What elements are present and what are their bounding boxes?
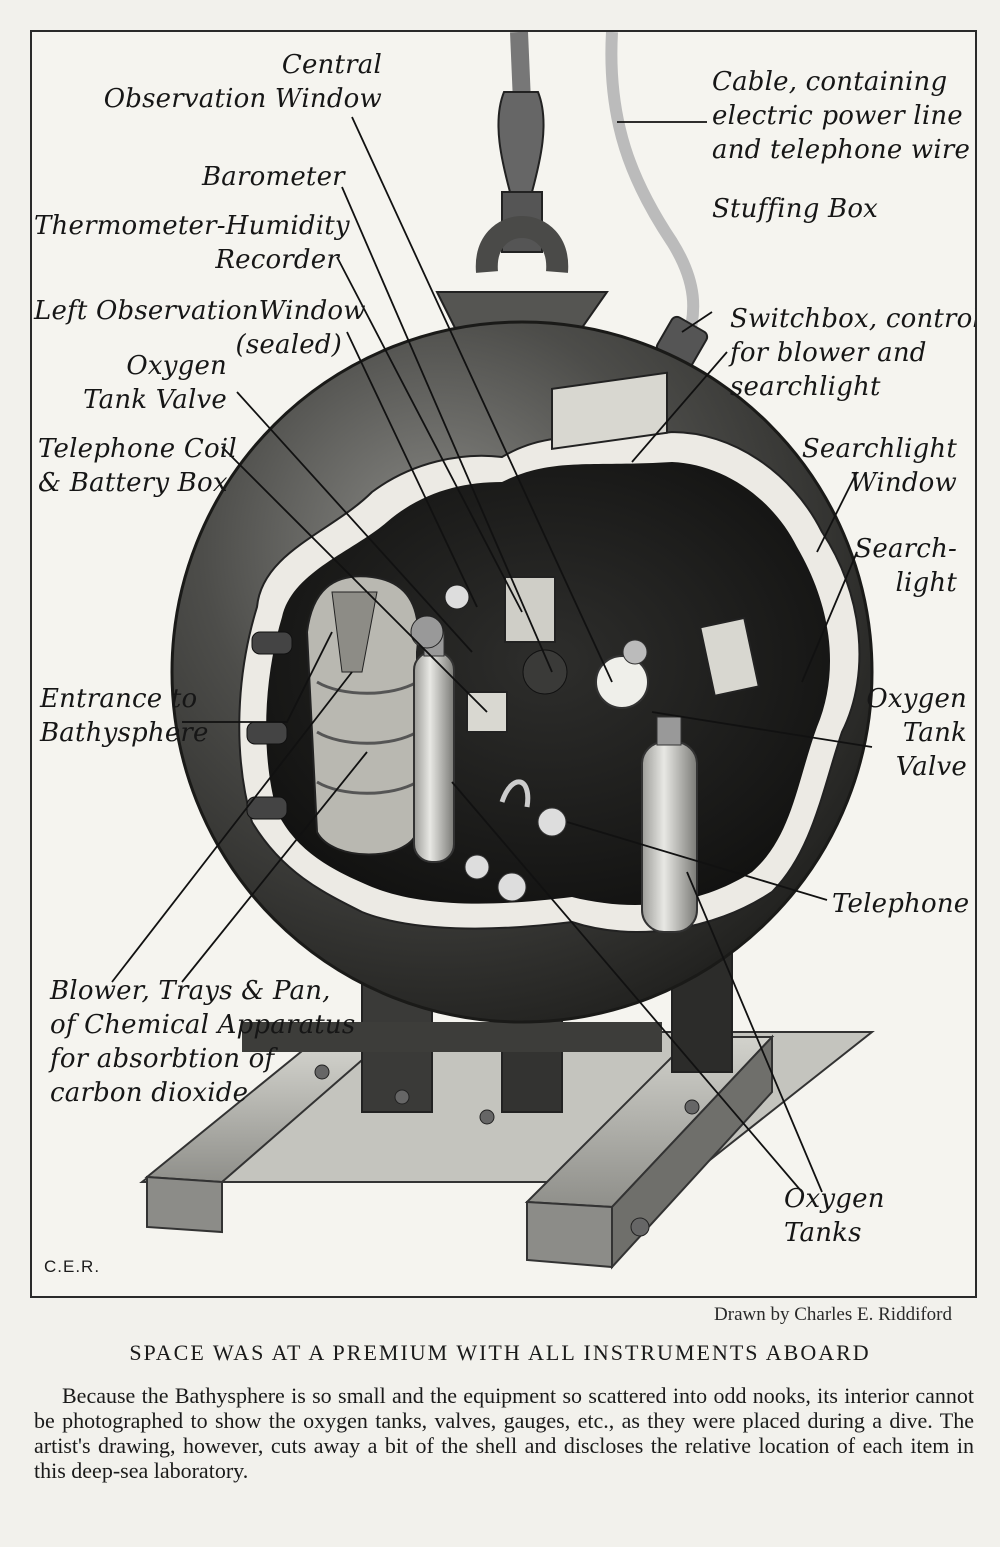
label-stuffing-box: Stuffing Box — [712, 194, 879, 224]
label-telephone: Telephone — [832, 889, 970, 919]
label-barometer: Barometer — [202, 162, 345, 192]
label-searchlight: Search-light — [854, 534, 957, 598]
label-blower-chemical-apparatus: Blower, Trays & Pan,of Chemical Apparatu… — [50, 976, 356, 1108]
leader-lines — [111, 116, 873, 1193]
label-telephone-coil: Telephone Coil& Battery Box — [38, 434, 237, 498]
caption-body: Because the Bathysphere is so small and … — [34, 1383, 974, 1483]
drawing-credit: Drawn by Charles E. Riddiford — [714, 1304, 952, 1325]
caption-headline: SPACE WAS AT A PREMIUM WITH ALL INSTRUME… — [129, 1340, 871, 1365]
label-left-observation-window: Left ObservationWindow(sealed) — [34, 296, 366, 360]
bathysphere-drawing — [111, 32, 875, 1270]
artist-initials: C.E.R. — [44, 1257, 101, 1276]
interior-equipment — [305, 371, 760, 933]
